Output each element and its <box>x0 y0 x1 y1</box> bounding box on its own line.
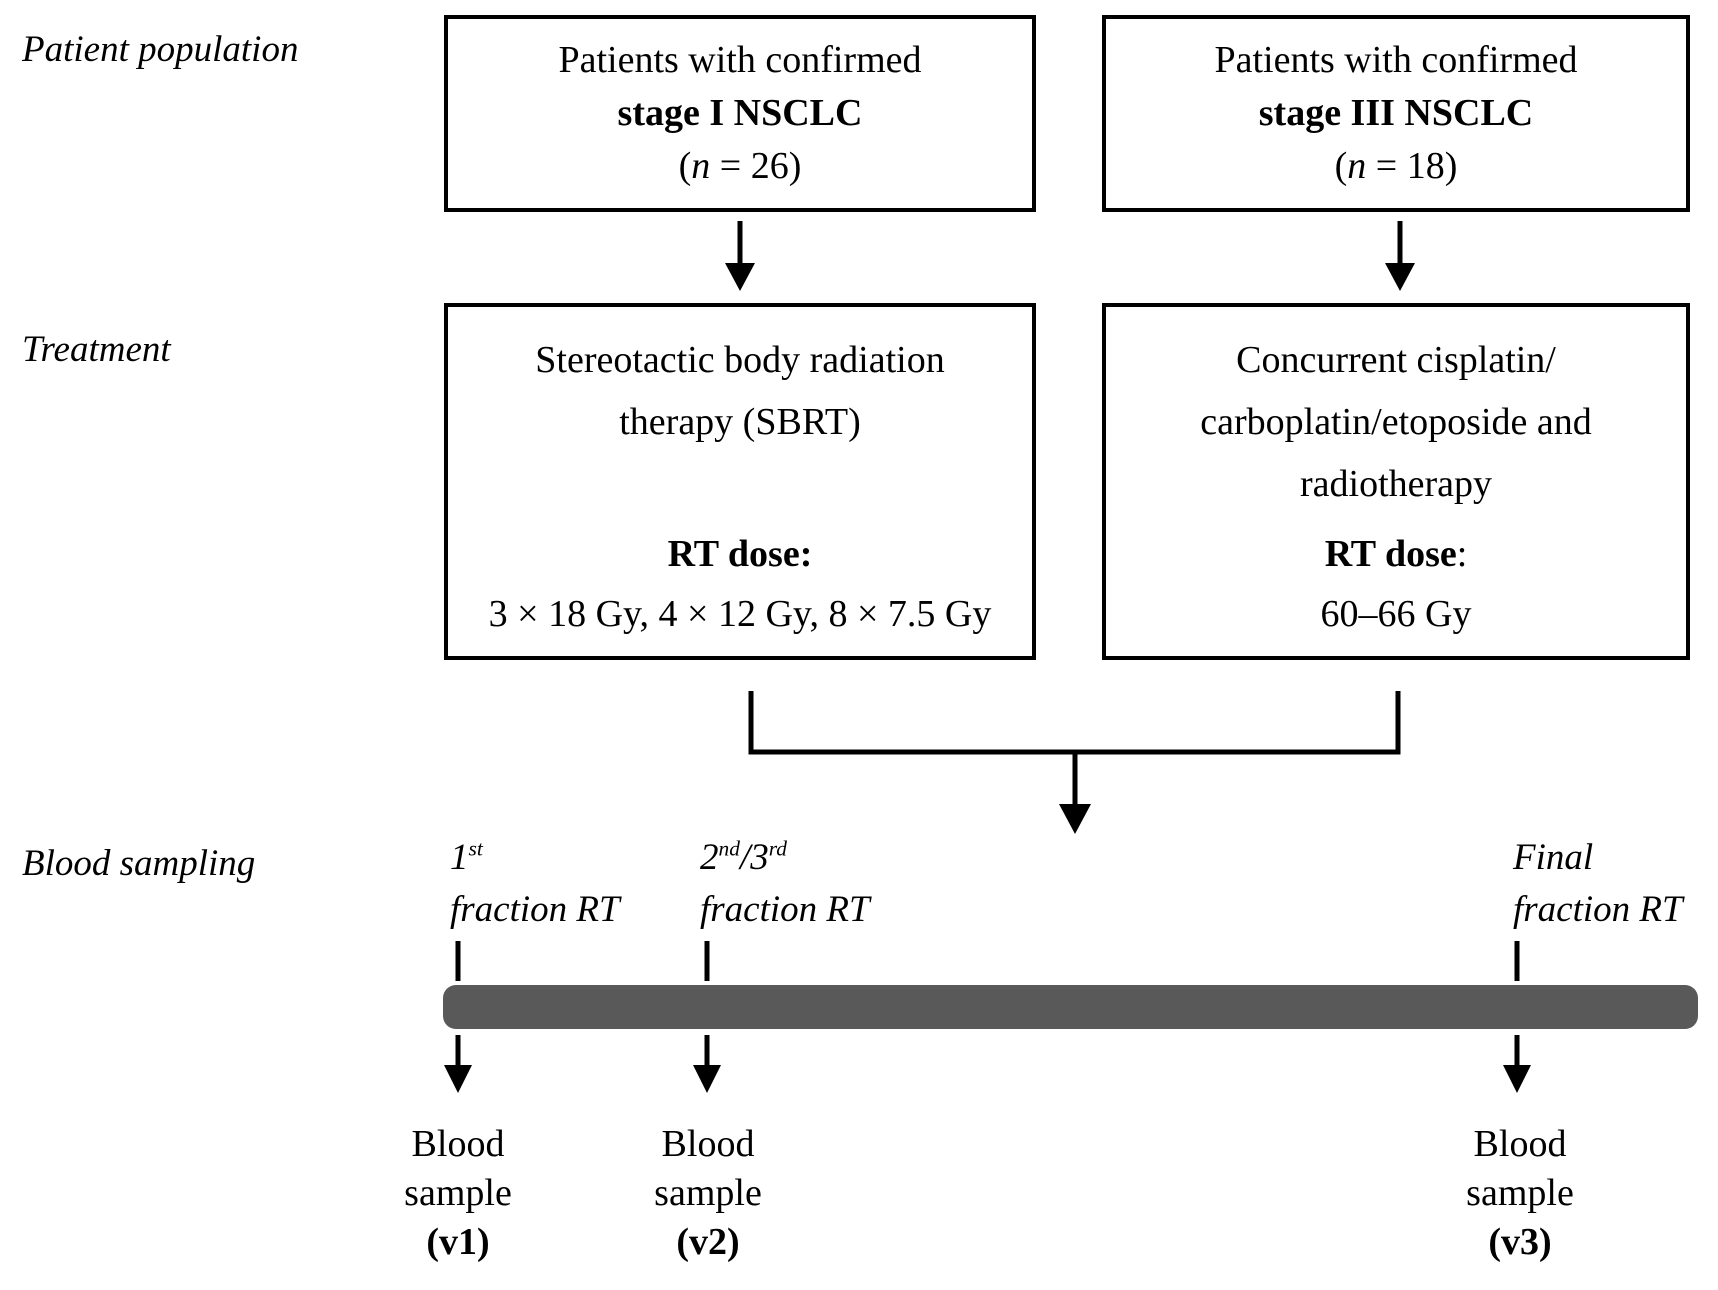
marker-second-s1: nd <box>718 836 740 861</box>
timeline-bar <box>443 985 1698 1029</box>
stage3-line1: Patients with confirmed <box>1214 39 1578 81</box>
arrow-stage1-head-icon <box>725 263 755 291</box>
sbrt-dose: RT dose: 3 × 18 Gy, 4 × 12 Gy, 8 × 7.5 G… <box>450 524 1030 644</box>
chemo-title: Concurrent cisplatin/ carboplatin/etopos… <box>1108 329 1684 515</box>
chemo-title-line1: Concurrent cisplatin/ <box>1236 339 1556 381</box>
row-label-blood-sampling: Blood sampling <box>22 843 256 884</box>
marker-second-s2: rd <box>768 836 788 861</box>
marker-first-line2: fraction RT <box>450 889 620 930</box>
marker-second-line2: fraction RT <box>700 889 870 930</box>
stage3-n-line: (n = 18) <box>1106 140 1686 193</box>
marker-final-fraction: Final fraction RT <box>1513 832 1683 936</box>
stage1-line1: Patients with confirmed <box>558 39 922 81</box>
blood-sample-v1-label: Blood sample (v1) <box>348 1120 568 1267</box>
marker-second-b2: /3 <box>739 837 769 878</box>
sample-v2-line1: Blood <box>661 1123 755 1165</box>
arrow-v3-head-icon <box>1503 1065 1531 1093</box>
chemo-dose-label-line: RT dose: <box>1108 524 1684 584</box>
arrow-v2-head-icon <box>693 1065 721 1093</box>
sample-v1-line3: (v1) <box>426 1221 490 1263</box>
stage1-n-line: (n = 26) <box>448 140 1032 193</box>
treatment-box-chemoradiotherapy: Concurrent cisplatin/ carboplatin/etopos… <box>1102 303 1690 660</box>
marker-first-fraction: 1st fraction RT <box>450 832 620 936</box>
chemo-dose: RT dose: 60–66 Gy <box>1108 524 1684 644</box>
sbrt-dose-label: RT dose: <box>667 533 813 575</box>
sbrt-dose-value: 3 × 18 Gy, 4 × 12 Gy, 8 × 7.5 Gy <box>488 593 992 635</box>
chemo-title-line2: carboplatin/etoposide and <box>1200 401 1592 443</box>
marker-final-b1: Final <box>1513 837 1594 878</box>
stage3-n-open: ( <box>1334 145 1348 187</box>
stage1-n-open: ( <box>678 145 692 187</box>
sbrt-title-line2: therapy (SBRT) <box>619 401 861 443</box>
marker-first-s1: st <box>468 836 483 861</box>
chemo-dose-colon: : <box>1456 533 1468 575</box>
marker-second-line1: 2nd/3rd <box>700 832 870 884</box>
sample-v1-line1: Blood <box>411 1123 505 1165</box>
chemo-dose-label: RT dose <box>1324 533 1457 575</box>
marker-second-third-fraction: 2nd/3rd fraction RT <box>700 832 870 936</box>
stage1-n-var: n <box>691 145 711 187</box>
marker-first-line1: 1st <box>450 832 620 884</box>
sample-v2-line3: (v2) <box>676 1221 740 1263</box>
sample-v2-line2: sample <box>654 1172 762 1214</box>
patient-box-stage3: Patients with confirmed stage III NSCLC … <box>1102 15 1690 212</box>
row-label-treatment: Treatment <box>22 329 171 370</box>
sbrt-title-line1: Stereotactic body radiation <box>535 339 945 381</box>
blood-sample-v3-label: Blood sample (v3) <box>1410 1120 1630 1267</box>
patient-box-stage1: Patients with confirmed stage I NSCLC (n… <box>444 15 1036 212</box>
blood-sample-v2-label: Blood sample (v2) <box>598 1120 818 1267</box>
chemo-title-line3: radiotherapy <box>1299 463 1493 505</box>
marker-second-b1: 2 <box>700 837 719 878</box>
sample-v3-line3: (v3) <box>1488 1221 1552 1263</box>
merge-bracket <box>748 691 1401 755</box>
merge-arrow-head-icon <box>1059 804 1091 834</box>
arrow-v1-head-icon <box>444 1065 472 1093</box>
sbrt-title: Stereotactic body radiation therapy (SBR… <box>450 329 1030 453</box>
sample-v1-line2: sample <box>404 1172 512 1214</box>
treatment-box-sbrt: Stereotactic body radiation therapy (SBR… <box>444 303 1036 660</box>
stage1-n-rest: = 26) <box>710 145 802 187</box>
sample-v3-line1: Blood <box>1473 1123 1567 1165</box>
row-label-patient-population: Patient population <box>22 29 299 70</box>
sample-v3-line2: sample <box>1466 1172 1574 1214</box>
stage3-n-var: n <box>1347 145 1367 187</box>
chemo-dose-value: 60–66 Gy <box>1320 593 1472 635</box>
stage1-line2: stage I NSCLC <box>617 92 863 134</box>
sbrt-dose-label-line: RT dose: <box>450 524 1030 584</box>
arrow-stage3-head-icon <box>1385 263 1415 291</box>
marker-final-line1: Final <box>1513 832 1683 884</box>
marker-first-b1: 1 <box>450 837 469 878</box>
stage3-n-rest: = 18) <box>1366 145 1458 187</box>
marker-final-line2: fraction RT <box>1513 889 1683 930</box>
stage3-line2: stage III NSCLC <box>1258 92 1534 134</box>
